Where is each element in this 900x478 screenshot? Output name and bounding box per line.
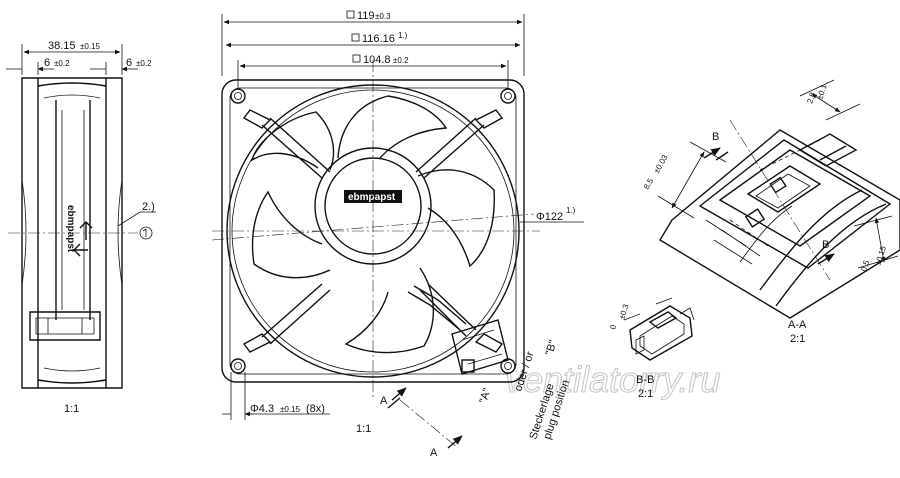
front-scale: 1:1 — [356, 423, 371, 435]
aa-marker-b-top: B — [712, 131, 719, 143]
front-dim-diameter: Φ122 — [536, 211, 563, 223]
mounting-hole-tr — [500, 88, 516, 104]
aa-housing — [659, 129, 900, 319]
aa-marker-b-bottom: B — [822, 239, 829, 251]
mounting-hole-bl — [230, 358, 246, 374]
aa-scale: 2:1 — [790, 333, 805, 345]
front-dim-hole-spacing-tol: ±0.2 — [393, 56, 409, 65]
aa-title: A-A — [788, 319, 807, 331]
label-b-quote: "B" — [543, 339, 559, 357]
bb-title: B-B — [636, 374, 654, 386]
bb-dim: 0 — [608, 323, 618, 331]
side-dim-depth-tol: ±0.15 — [80, 42, 101, 51]
connector-housing — [451, 319, 509, 375]
square-symbol-icon — [351, 33, 360, 42]
hub-brand-label: ebmpapst — [348, 192, 396, 203]
front-dim-outer: 119 — [357, 10, 375, 22]
front-dim-mid: 116.16 — [362, 33, 395, 45]
side-dim-depth: 38.15 — [48, 40, 76, 52]
aa-dim-top: 2.8 — [805, 91, 817, 105]
front-dim-diameter-note: 1.) — [566, 206, 576, 215]
aa-dim-top-tol: ±0.1 — [815, 83, 829, 101]
side-view: ebmpapst 38.15 ±0.15 6 ±0.2 6 ±0.2 2.) 1… — [6, 40, 156, 415]
connector-detail — [629, 305, 693, 361]
section-marker-a-bottom: A — [430, 447, 438, 459]
connector-pin — [461, 359, 475, 373]
section-bb: 0 ±0.3 B-B 2:1 — [608, 297, 695, 400]
aa-dim-left: 8.5 — [642, 176, 656, 191]
side-scale: 1:1 — [64, 403, 79, 415]
fan-blade — [250, 111, 335, 171]
watermark-text: ventilatorry.ru — [505, 359, 720, 400]
side-dim-flange-left-tol: ±0.2 — [54, 59, 70, 68]
front-dim-hole-tol: ±0.15 — [280, 405, 301, 414]
mounting-hole-tl — [230, 88, 246, 104]
aa-dim-right: 0.5 — [859, 259, 871, 273]
square-symbol-icon — [346, 10, 355, 19]
side-note-2: 2.) — [142, 201, 155, 213]
label-a-quote: "A" — [477, 387, 493, 405]
side-dim-flange-right: 6 — [126, 57, 132, 69]
square-symbol-icon — [352, 54, 361, 63]
side-dim-flange-left: 6 — [44, 57, 50, 69]
front-dim-hole: Φ4.3 — [250, 403, 274, 415]
front-dim-mid-note: 1.) — [398, 31, 408, 40]
ground-symbol-icon — [139, 226, 153, 240]
front-dim-hole-count: (8x) — [306, 403, 325, 415]
side-brand-label: ebmpapst — [65, 205, 76, 253]
side-dim-flange-right-tol: ±0.2 — [136, 59, 152, 68]
section-marker-a-top: A — [380, 395, 388, 407]
front-dim-outer-tol: ±0.3 — [375, 12, 391, 21]
bb-scale: 2:1 — [638, 388, 653, 400]
aa-connector — [746, 165, 822, 213]
aa-dim-right-tol: ±0.15 — [873, 244, 888, 266]
aa-dim-left-tol: ±0.03 — [652, 153, 670, 175]
fan-hub — [324, 157, 422, 255]
section-aa: B B 2.8 ±0.1 8.5 ±0.03 0.5 ±0.15 A-A 2:1 — [642, 79, 900, 345]
front-dim-hole-spacing: 104.8 — [363, 54, 391, 66]
